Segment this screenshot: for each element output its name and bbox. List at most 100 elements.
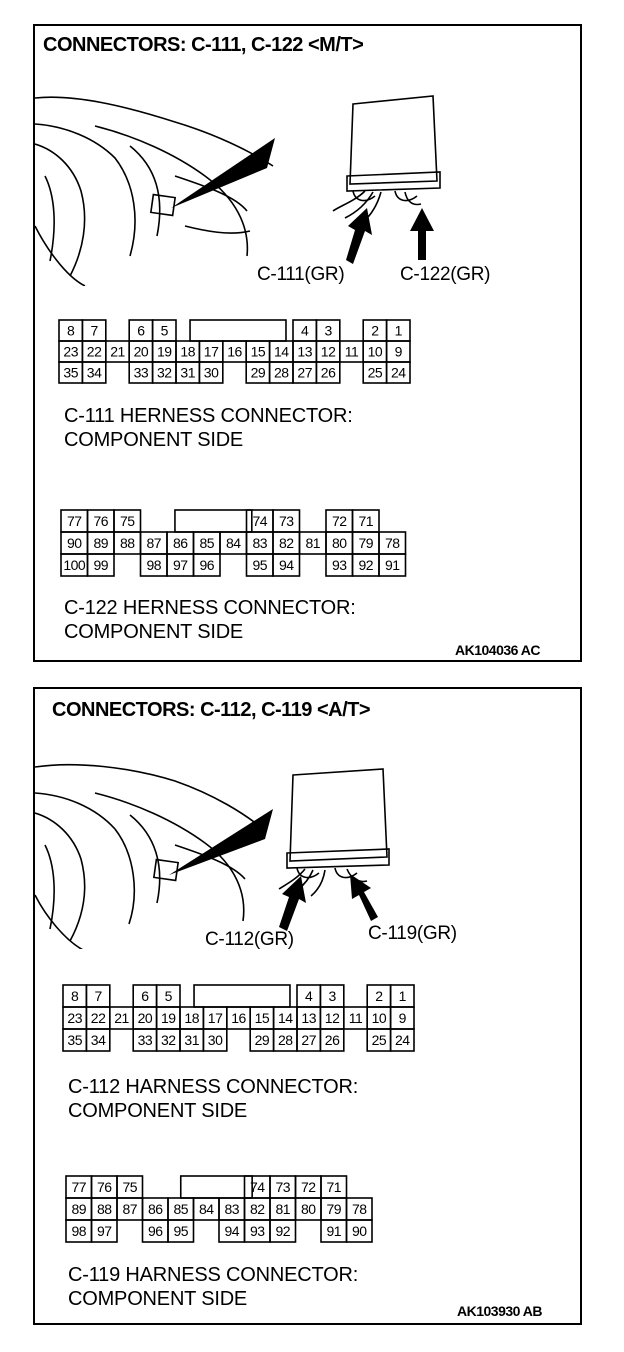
pin-number: 93: [332, 557, 347, 573]
pin-number: 84: [199, 1201, 214, 1217]
pin-number: 23: [67, 1010, 82, 1026]
pin-number: 7: [94, 988, 102, 1004]
pin-number: 31: [180, 365, 195, 381]
pin-number: 8: [67, 323, 75, 339]
pin-number: 26: [321, 365, 336, 381]
pin-number: 13: [301, 1010, 316, 1026]
pin-number: 6: [137, 323, 145, 339]
callout-pointer-icon: [171, 138, 275, 208]
pin-number: 13: [297, 344, 312, 360]
pin-number: 17: [204, 344, 219, 360]
connector-caption: C-112 HARNESS CONNECTOR: COMPONENT SIDE: [68, 1076, 359, 1122]
pin-number: 76: [97, 1179, 112, 1195]
pin-number: 11: [349, 1010, 363, 1026]
pin-number: 30: [204, 365, 219, 381]
pin-number: 35: [63, 365, 78, 381]
arrow-label-left: C-111(GR): [257, 264, 345, 285]
pin-number: 92: [358, 557, 373, 573]
pin-number: 11: [345, 344, 359, 360]
pin-number: 17: [208, 1010, 223, 1026]
pin-number: 86: [148, 1201, 163, 1217]
connector-lock-tab: [179, 1175, 253, 1199]
pin-number: 33: [134, 365, 149, 381]
panel-title: CONNECTORS: C-111, C-122 <M/T>: [43, 34, 364, 56]
pin-number: 90: [352, 1223, 367, 1239]
pin-number: 1: [395, 323, 403, 339]
pin-cell: [90, 1219, 118, 1243]
pin-number: 5: [165, 988, 173, 1004]
pin-number: 89: [71, 1201, 86, 1217]
pin-number: 82: [250, 1201, 265, 1217]
pin-cell: [85, 1028, 111, 1052]
pin-number: 27: [297, 365, 312, 381]
pin-number: 34: [87, 365, 102, 381]
pin-number: 77: [67, 513, 82, 529]
pin-number: 25: [372, 1032, 387, 1048]
pin-number: 10: [368, 344, 383, 360]
pin-number: 87: [122, 1201, 137, 1217]
figure-code: AK103930 AB: [457, 1303, 543, 1319]
pin-number: 85: [199, 535, 214, 551]
panel-title: CONNECTORS: C-112, C-119 <A/T>: [52, 699, 371, 721]
pin-number: 74: [250, 1179, 265, 1195]
pin-cell: [378, 553, 407, 577]
pin-number: 7: [90, 323, 98, 339]
pin-number: 32: [157, 365, 172, 381]
pin-number: 31: [184, 1032, 199, 1048]
pin-number: 16: [231, 1010, 246, 1026]
pin-number: 14: [274, 344, 289, 360]
pin-number: 29: [255, 1032, 270, 1048]
pin-number: 99: [93, 557, 108, 573]
pin-number: 73: [279, 513, 294, 529]
pin-number: 14: [278, 1010, 293, 1026]
pin-number: 22: [91, 1010, 106, 1026]
pin-number: 93: [250, 1223, 265, 1239]
pin-number: 4: [305, 988, 313, 1004]
pin-cell: [272, 553, 301, 577]
pin-number: 75: [120, 513, 135, 529]
pin-cell: [192, 553, 221, 577]
pin-number: 96: [199, 557, 214, 573]
pin-cell: [385, 361, 411, 384]
pin-number: 100: [63, 557, 86, 573]
pin-number: 89: [93, 535, 108, 551]
pin-number: 12: [321, 344, 336, 360]
figure-code: AK104036 AC: [455, 642, 541, 658]
pin-number: 98: [146, 557, 161, 573]
pin-cell: [202, 1028, 228, 1052]
pin-number: 81: [275, 1201, 290, 1217]
pin-number: 75: [122, 1179, 137, 1195]
pin-number: 3: [328, 988, 336, 1004]
pin-number: 34: [91, 1032, 106, 1048]
pin-number: 33: [138, 1032, 153, 1048]
pin-number: 98: [71, 1223, 86, 1239]
pin-number: 97: [173, 557, 188, 573]
connector-panel-mt: CONNECTORS: C-111, C-122 <M/T>: [33, 24, 582, 662]
pin-number: 10: [372, 1010, 387, 1026]
pin-number: 3: [324, 323, 332, 339]
pin-cell: [345, 1219, 373, 1243]
pin-number: 30: [208, 1032, 223, 1048]
pin-number: 82: [279, 535, 294, 551]
pin-number: 76: [93, 513, 108, 529]
arrow-label-left: C-112(GR): [205, 929, 294, 950]
dashboard-illustration-icon: [35, 95, 441, 286]
pin-number: 4: [301, 323, 309, 339]
connector-caption: C-122 HERNESS CONNECTOR: COMPONENT SIDE: [64, 597, 356, 643]
pin-number: 80: [301, 1201, 316, 1217]
pin-cell: [315, 361, 341, 384]
connector-lock-tab: [174, 509, 253, 533]
pin-number: 77: [71, 1179, 86, 1195]
pin-number: 22: [87, 344, 102, 360]
pin-number: 9: [399, 1010, 407, 1026]
pin-number: 28: [274, 365, 289, 381]
pin-number: 21: [110, 344, 125, 360]
pin-number: 85: [173, 1201, 188, 1217]
connector-caption: C-119 HARNESS CONNECTOR: COMPONENT SIDE: [68, 1264, 359, 1310]
pin-number: 24: [391, 365, 406, 381]
pin-number: 73: [275, 1179, 290, 1195]
